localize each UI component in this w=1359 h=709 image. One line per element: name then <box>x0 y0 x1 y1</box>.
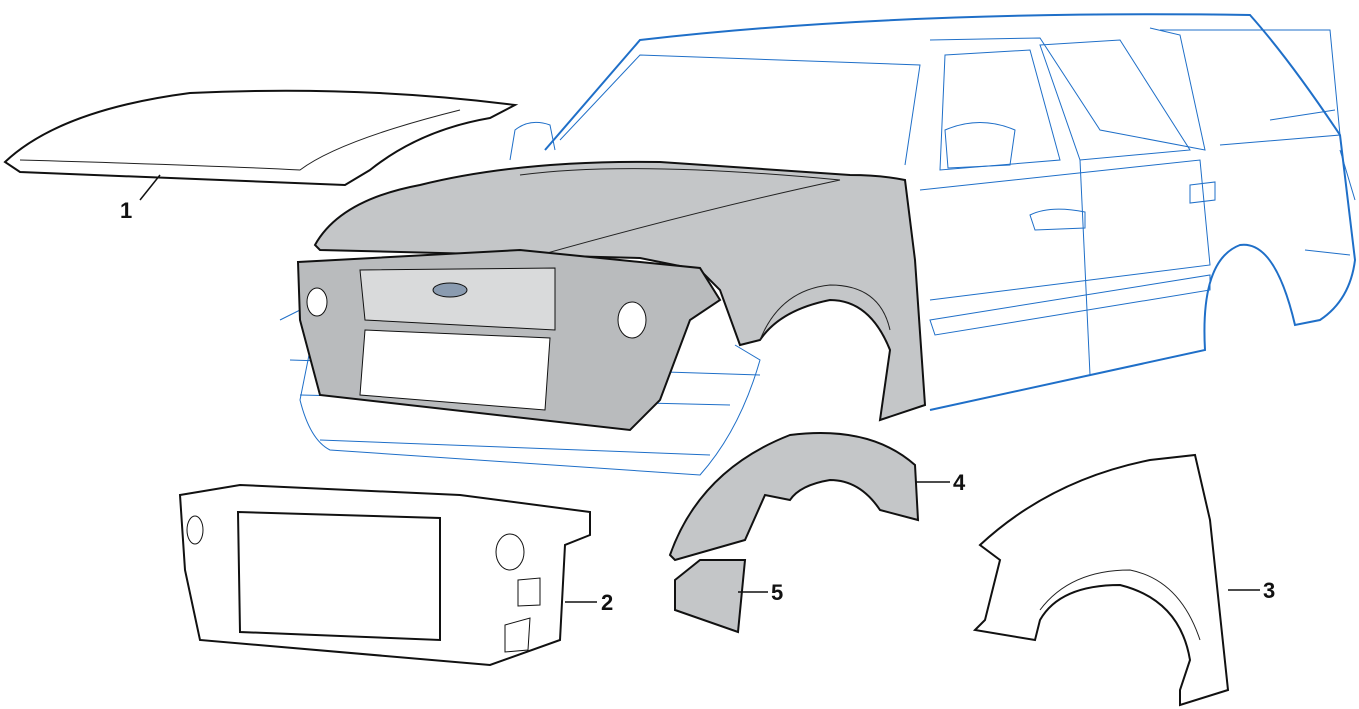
vehicle-hood-fender-highlight <box>313 160 927 422</box>
fender-part <box>972 453 1230 707</box>
radiator-support-part <box>178 483 591 667</box>
callout-leaders <box>139 174 1260 603</box>
wheel-liner-part <box>668 432 920 562</box>
callout-2: 2 <box>601 590 614 615</box>
hood-part <box>3 89 519 187</box>
vehicle-radiator-support <box>296 248 722 432</box>
callout-1: 1 <box>120 198 133 223</box>
callout-5: 5 <box>771 580 784 605</box>
callout-4: 4 <box>953 470 966 495</box>
splash-shield-part <box>674 559 747 634</box>
callout-3: 3 <box>1263 578 1276 603</box>
